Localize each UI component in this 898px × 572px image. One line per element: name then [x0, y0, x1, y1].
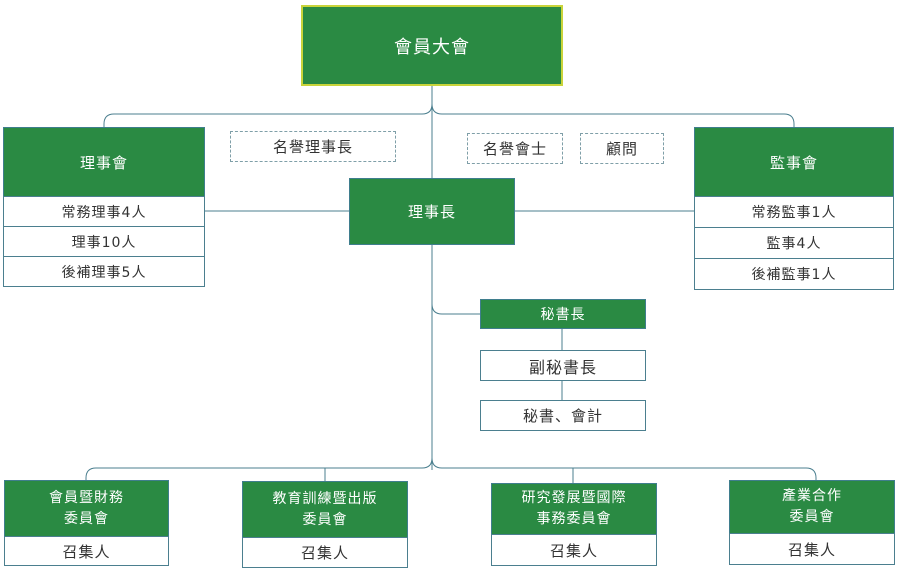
- supervisor-item-label: 後補監事1人: [751, 267, 837, 283]
- supervisor-item-label: 常務監事1人: [751, 205, 837, 221]
- committee-name-line: 研究發展暨國際: [521, 490, 627, 506]
- advisor-label: 顧問: [605, 140, 638, 158]
- committee-convener-box: 召集人: [729, 533, 895, 565]
- deputy-secretary-general-label: 副秘書長: [528, 357, 597, 377]
- committee-convener-box: 召集人: [4, 536, 169, 566]
- deputy-secretary-general-box: 副秘書長: [480, 350, 646, 381]
- committee-convener-label: 召集人: [300, 544, 349, 562]
- board-of-directors-label: 理事會: [79, 153, 128, 172]
- board-item: 後補理事5人: [3, 256, 205, 287]
- committee-name-line: 產業合作: [782, 488, 842, 504]
- board-of-directors-box: 理事會: [3, 127, 205, 197]
- secretary-accounting-label: 秘書、會計: [522, 407, 603, 425]
- honorary-chairman-label: 名譽理事長: [272, 138, 353, 156]
- honorary-chairman-box: 名譽理事長: [230, 131, 396, 162]
- committee-name-line: 會員暨財務: [49, 489, 124, 506]
- committee-convener-label: 召集人: [62, 542, 111, 561]
- supervisor-item: 常務監事1人: [694, 196, 894, 228]
- honorary-member-box: 名譽會士: [467, 133, 563, 164]
- committee-name-line: 事務委員會: [536, 511, 612, 527]
- committee-name-line: 教育訓練暨出版: [272, 490, 378, 507]
- committee-name-line: 委員會: [302, 511, 348, 528]
- committee-convener-label: 召集人: [787, 540, 836, 559]
- chairman-box: 理事長: [349, 178, 515, 245]
- committee-box: 教育訓練暨出版 委員會: [242, 481, 408, 538]
- supervisor-item-label: 監事4人: [766, 236, 822, 252]
- board-item-label: 常務理事4人: [61, 204, 147, 221]
- supervisor-item: 監事4人: [694, 227, 894, 259]
- general-assembly-label: 會員大會: [394, 36, 470, 58]
- board-item: 理事10人: [3, 226, 205, 257]
- board-of-supervisors-label: 監事會: [769, 153, 818, 172]
- committee-convener-box: 召集人: [242, 537, 408, 568]
- secretary-general-label: 秘書長: [540, 307, 586, 323]
- secretary-general-box: 秘書長: [480, 299, 646, 329]
- board-of-supervisors-box: 監事會: [694, 127, 894, 197]
- committee-box: 產業合作 委員會: [729, 480, 895, 534]
- committee-name-line: 委員會: [64, 510, 109, 527]
- secretary-accounting-box: 秘書、會計: [480, 400, 646, 431]
- board-item-label: 理事10人: [71, 234, 137, 251]
- supervisor-item: 後補監事1人: [694, 258, 894, 290]
- committee-name-line: 委員會: [789, 509, 835, 525]
- chairman-label: 理事長: [407, 203, 456, 221]
- committee-convener-box: 召集人: [491, 534, 657, 566]
- committee-convener-label: 召集人: [549, 541, 598, 560]
- committee-box: 研究發展暨國際 事務委員會: [491, 483, 657, 535]
- advisor-box: 顧問: [580, 133, 664, 164]
- board-item: 常務理事4人: [3, 196, 205, 227]
- honorary-member-label: 名譽會士: [482, 140, 547, 158]
- committee-box: 會員暨財務 委員會: [4, 480, 169, 537]
- board-item-label: 後補理事5人: [61, 264, 147, 281]
- general-assembly-box: 會員大會: [301, 5, 563, 86]
